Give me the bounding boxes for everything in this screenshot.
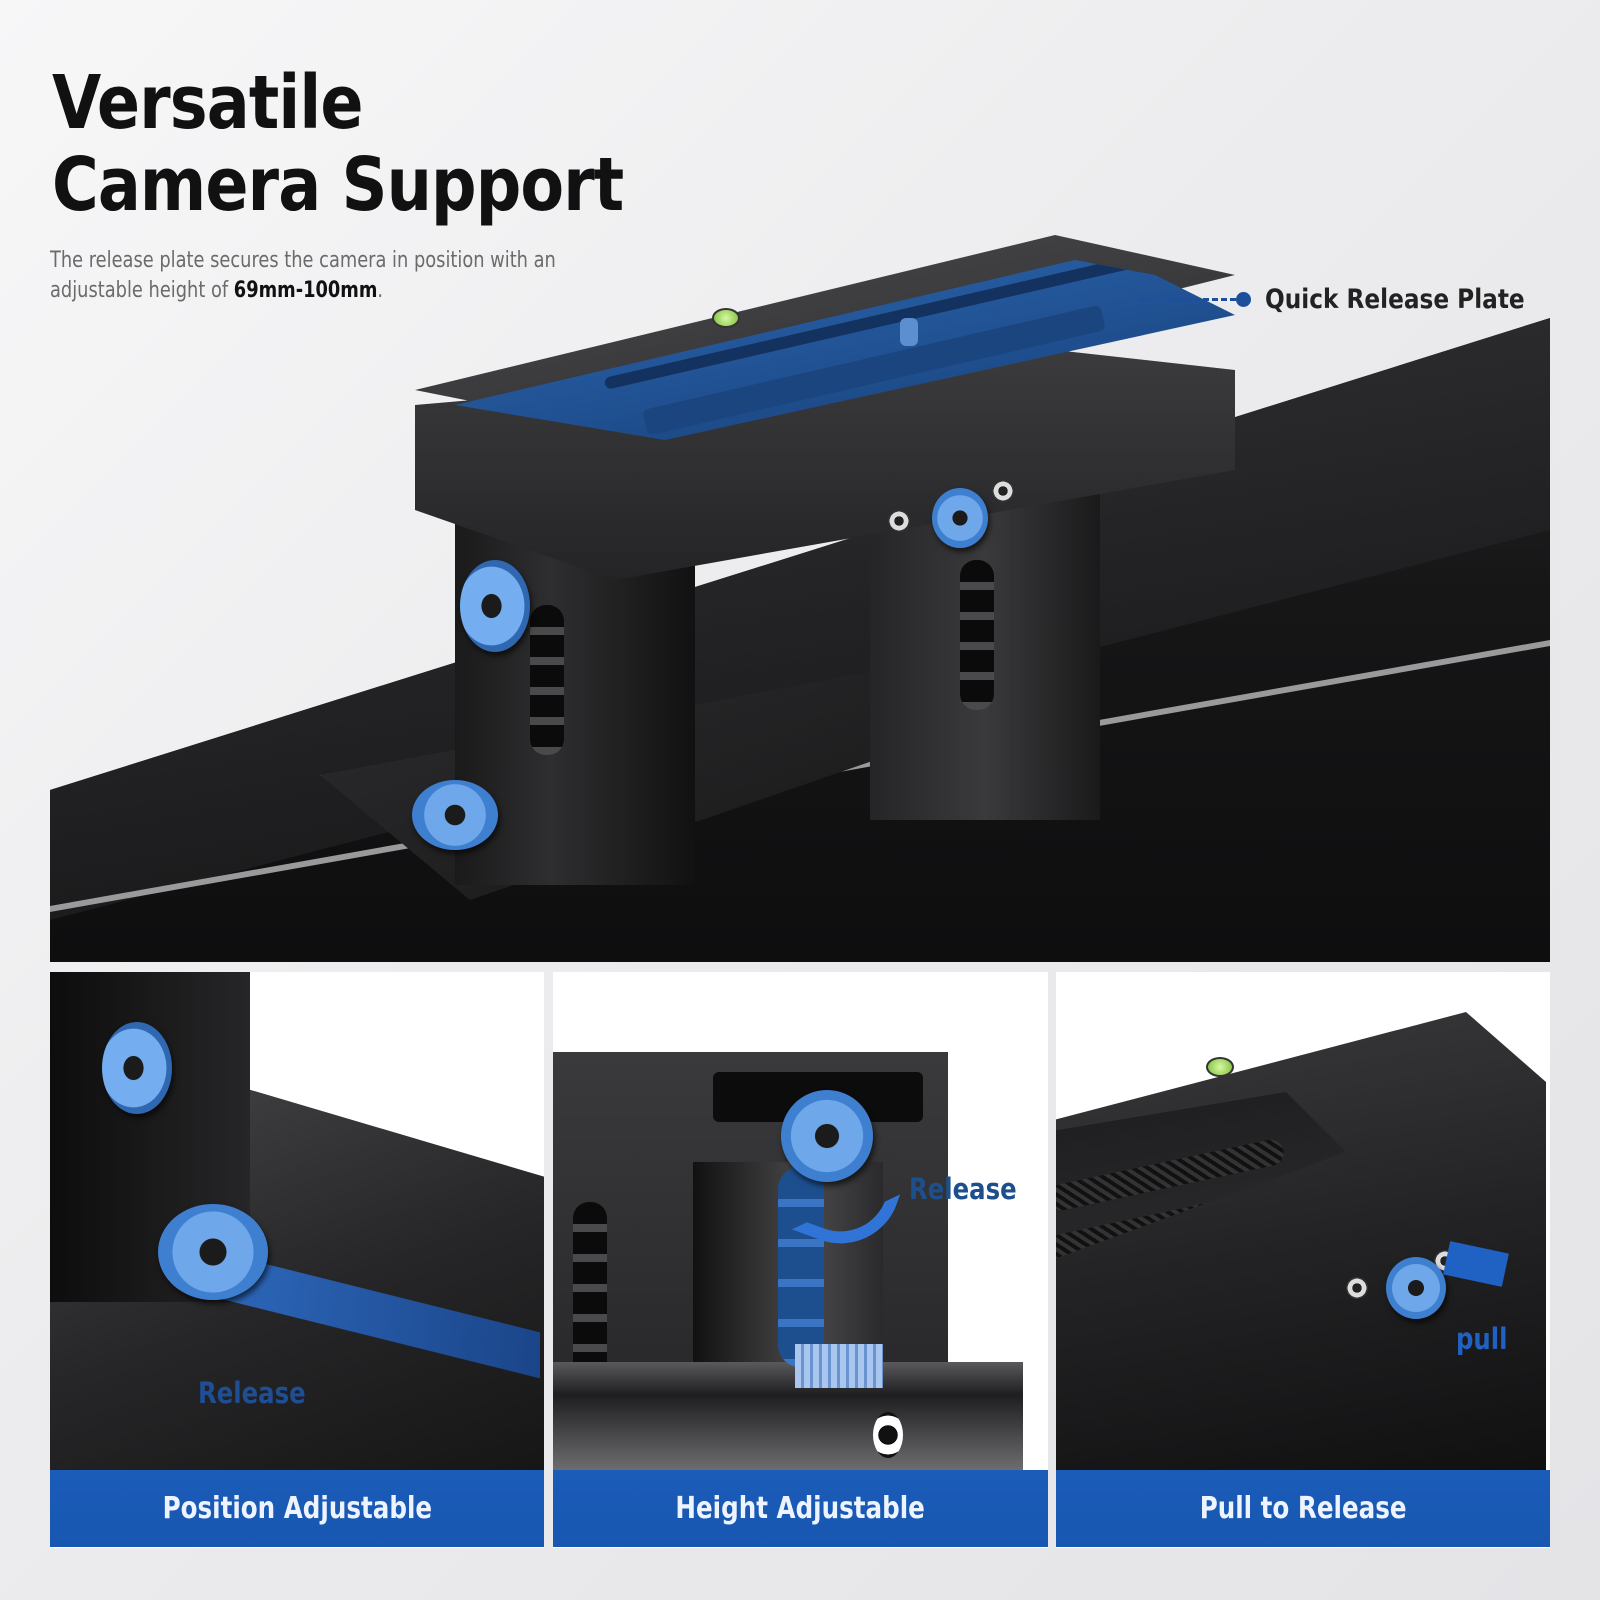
feature-label: Height Adjustable [675,1491,926,1526]
height-lock-knob-icon [460,560,530,652]
feature-label-band: Position Adjustable [50,1470,544,1547]
height-lock-knob-icon [102,1022,172,1114]
clamp-angle-view [1056,1012,1546,1472]
callout-dot-icon [1236,292,1251,307]
release-knob-icon [932,488,988,548]
height-track-highlight [778,1167,824,1367]
callout-dashed-line [1140,298,1236,301]
main-product-image [50,230,1550,962]
bubble-level-icon [1206,1057,1234,1077]
callout-label: Quick Release Plate [1265,284,1525,315]
height-slot [573,1202,607,1382]
height-range-highlight: 69mm-100mm [233,278,378,303]
height-lock-knob-icon [781,1090,873,1182]
feature-label: Position Adjustable [162,1491,432,1526]
height-slot [530,605,564,755]
release-annotation: Release [198,1376,306,1410]
description-text: The release plate secures the camera in … [50,248,556,303]
feature-label: Pull to Release [1199,1491,1407,1526]
pull-annotation: pull [1456,1322,1508,1356]
height-slot [960,560,994,710]
feature-label-band: Height Adjustable [553,1470,1048,1547]
position-lock-knob-icon [412,780,498,850]
title-line-1: Versatile [52,60,363,146]
left-riser-bracket [455,515,695,885]
screw-icon [888,510,910,532]
feature-panel-height: Release Height Adjustable [553,972,1048,1548]
screw-icon [1346,1277,1368,1299]
title-line-2: Camera Support [52,142,624,228]
quick-release-plate-callout: Quick Release Plate [1140,284,1567,315]
feature-panel-pull: pull Pull to Release [1056,972,1550,1548]
knurled-knob-icon [795,1344,883,1388]
position-lock-knob-icon [158,1204,268,1300]
mount-hole-icon [873,1412,903,1458]
feature-panels: Release Position Adjustable Release Heig… [50,972,1550,1548]
feature-panel-position: Release Position Adjustable [50,972,544,1548]
rail-front-view [553,1362,1023,1472]
product-description: The release plate secures the camera in … [50,246,626,306]
right-riser-bracket [870,480,1100,820]
description-suffix: . [377,278,384,303]
screw-icon [992,480,1014,502]
feature-label-band: Pull to Release [1056,1470,1550,1547]
release-knob-icon [1386,1257,1446,1319]
camera-screw-icon [900,318,918,346]
page-title: Versatile Camera Support [52,60,624,228]
bubble-level-icon [712,308,740,328]
release-annotation: Release [909,1172,1017,1206]
